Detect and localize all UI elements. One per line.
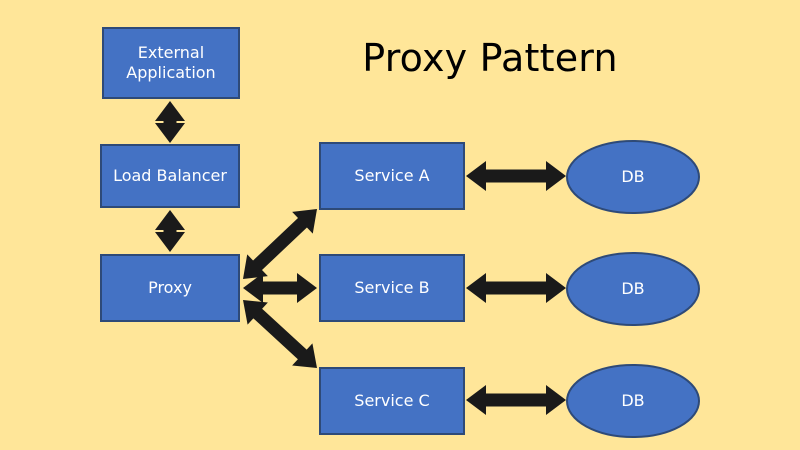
node-proxy[interactable] xyxy=(100,254,240,322)
arrow-edge-service-b-to-db xyxy=(466,273,566,303)
edge-arrows-group xyxy=(155,101,566,415)
node-load-balancer[interactable] xyxy=(100,144,240,208)
node-service-c[interactable] xyxy=(319,367,465,435)
node-db-c[interactable] xyxy=(566,364,700,438)
arrow-edge-lb-to-proxy xyxy=(155,210,185,252)
node-service-a[interactable] xyxy=(319,142,465,210)
arrow-edge-proxy-to-service-b xyxy=(243,273,317,303)
arrow-edge-external-to-lb xyxy=(155,101,185,143)
node-db-b[interactable] xyxy=(566,252,700,326)
arrow-edge-proxy-to-service-a xyxy=(243,209,317,279)
node-external-application[interactable] xyxy=(102,27,240,99)
arrow-edge-service-c-to-db xyxy=(466,385,566,415)
arrow-edge-service-a-to-db xyxy=(466,161,566,191)
node-shapes-group xyxy=(100,27,700,438)
arrow-edge-proxy-to-service-c xyxy=(243,300,317,368)
node-db-a[interactable] xyxy=(566,140,700,214)
node-service-b[interactable] xyxy=(319,254,465,322)
page-title: Proxy Pattern xyxy=(362,36,618,80)
